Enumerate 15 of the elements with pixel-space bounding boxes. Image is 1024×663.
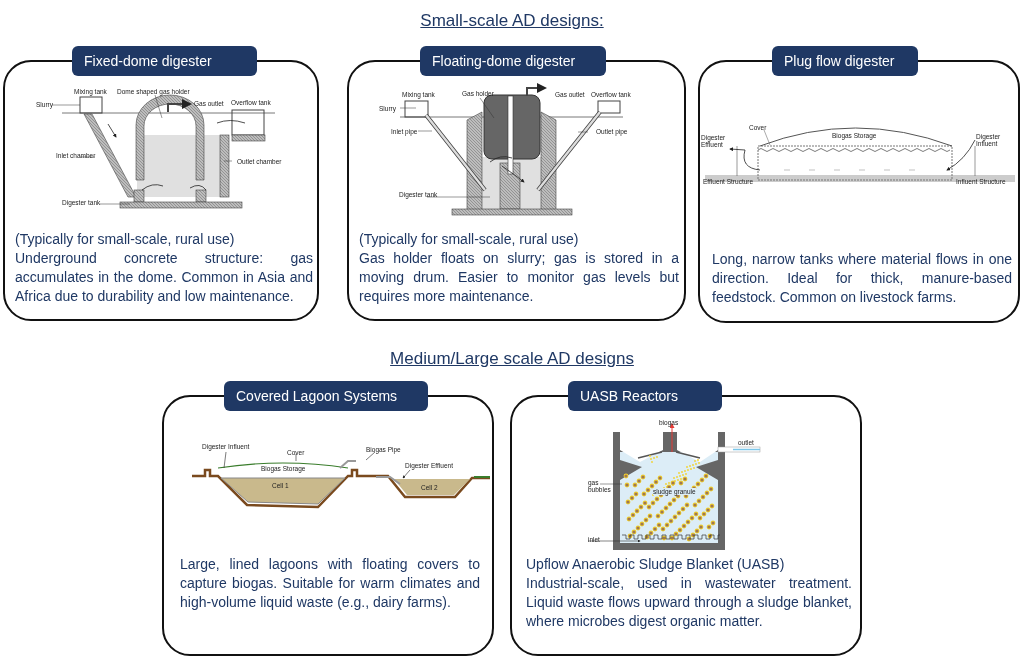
description-text: (Typically for small-scale, rural use) <box>15 230 236 249</box>
card-heading-tab: Plug flow digester <box>772 46 918 76</box>
description-text: Underground concrete structure: gas accumulates in the dome. Common in Asia and Africa due to durability and low maintenance. <box>15 249 313 306</box>
description-text: Large, lined lagoons with floating covers to capture biogas. Suitable for warm climates and high-volume liquid waste (e.g., dairy farms). <box>180 555 480 612</box>
description-text: Industrial-scale, used in wastewater treatment. Liquid waste flows upward through a sludge blanket, where microbes digest organic matter. <box>526 574 852 631</box>
card-heading-tab: Covered Lagoon Systems <box>224 381 428 411</box>
description-text: Long, narrow tanks where material flows in one direction. Ideal for thick, manure-based feedstock. Common on livestock farms. <box>712 250 1012 307</box>
description-text: Upflow Anaerobic Sludge Blanket (UASB) <box>526 555 786 574</box>
section-heading: Medium/Large scale AD designs <box>390 348 634 370</box>
section-heading: Small-scale AD designs: <box>420 10 604 32</box>
description-text: Gas holder floats on slurry; gas is stored in a moving drum. Easier to monitor gas levels but requires more maintenance. <box>359 249 679 306</box>
card-heading-tab: Fixed-dome digester <box>72 46 257 76</box>
card-heading-tab: Floating-dome digester <box>420 46 606 76</box>
description-text: (Typically for small-scale, rural use) <box>359 230 580 249</box>
card-heading-tab: UASB Reactors <box>568 381 722 411</box>
